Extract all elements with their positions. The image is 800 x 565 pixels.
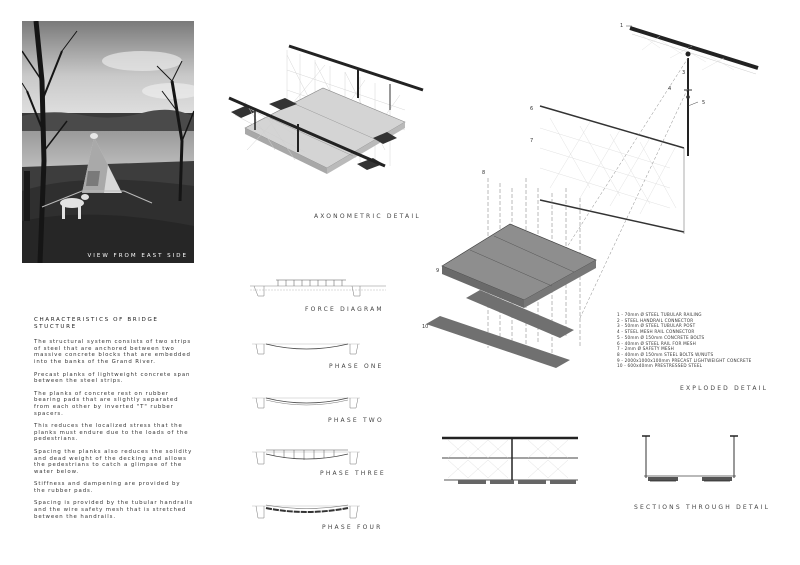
callout-7: 7 [530,138,533,144]
sections-detail-caption: SECTIONS THROUGH DETAIL [634,504,771,511]
characteristics-heading: CHARACTERISTICS OF BRIDGE STUCTURE [34,317,159,330]
section-drawing-long [442,436,578,484]
callout-9: 9 [436,268,439,274]
phase-three-drawing [252,449,360,465]
view-from-east-side-photo: VIEW FROM EAST SIDE [22,21,194,263]
legend-item-10: 10 - 600x40mm PRESTRESSED STEEL [617,363,703,369]
section-drawing-cross [642,435,738,482]
legend-item-4: 4 - STEEL MESH RAIL CONNECTOR [617,329,695,335]
photo-caption: VIEW FROM EAST SIDE [87,253,188,259]
phase-one-caption: PHASE ONE [329,363,384,370]
legend-item-6: 6 - 40mm Ø STEEL RAIL FOR MESH [617,340,696,346]
phase-two-caption: PHASE TWO [328,417,384,424]
phase-four-drawing [252,504,360,519]
callout-10: 10 [422,324,428,330]
callout-3: 3 [682,70,685,76]
phase-four-caption: PHASE FOUR [322,524,383,531]
force-diagram-drawing [250,279,386,297]
exploded-detail-legend: 1 - 70mm Ø STEEL TUBULAR RAILING 2 - STE… [617,312,751,369]
paragraph-2: Precast planks of lightweight concrete s… [34,371,191,385]
legend-item-2: 2 - STEEL HANDRAIL CONNECTOR [617,317,694,323]
callout-4: 4 [668,86,671,92]
paragraph-1: The structural system consists of two st… [34,339,192,365]
paragraph-5: Spacing the planks also reduces the soli… [34,448,193,475]
callout-1: 1 [620,23,623,29]
callout-6: 6 [530,106,533,112]
legend-item-3: 3 - 50mm Ø STEEL TUBULAR POST [617,323,696,329]
exploded-detail-caption: EXPLODED DETAIL [680,385,769,392]
callout-5: 5 [702,100,705,106]
force-diagram-caption: FORCE DIAGRAM [305,306,384,313]
axonometric-detail-drawing [228,44,424,174]
legend-item-9: 9 - 2000x1000x100mm PRECAST LIGHTWEIGHT … [617,357,752,363]
photo-illustration [22,21,194,263]
paragraph-4: This reduces the localized stress that t… [34,423,189,443]
exploded-detail-drawing: 1 2 3 4 5 6 7 8 9 10 [422,23,759,368]
phase-one-drawing [252,343,360,355]
legend-item-5: 5 - 50mm Ø 150mm CONCRETE BOLTS [617,334,705,340]
paragraph-6: Stiffness and dampening are provided by … [34,481,181,494]
paragraph-7: Spacing is provided by the tubular handr… [34,500,194,520]
legend-item-1: 1 - 70mm Ø STEEL TUBULAR RAILING [617,312,702,317]
callout-8: 8 [482,170,485,176]
callout-2: 2 [688,45,691,51]
phase-two-drawing [252,397,360,409]
bridge-characteristics-text: CHARACTERISTICS OF BRIDGE STUCTURE The s… [34,317,194,526]
legend-item-8: 8 - 40mm Ø 150mm STEEL BOLTS W/NUTS [617,351,714,357]
legend-item-7: 7 - 2mm Ø SAFETY MESH [617,346,674,352]
paragraph-3: The planks of concrete rest on rubber be… [34,390,179,417]
phase-three-caption: PHASE THREE [320,470,386,477]
axonometric-detail-caption: AXONOMETRIC DETAIL [314,213,421,220]
